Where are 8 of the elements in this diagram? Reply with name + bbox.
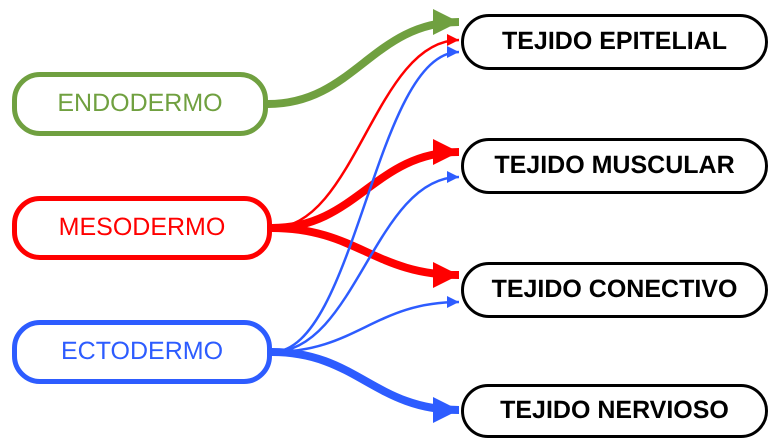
- tissue-box: TEJIDO EPITELIAL: [461, 14, 768, 70]
- layer-box: MESODERMO: [12, 196, 272, 260]
- arrow: [272, 348, 460, 422]
- layer-box: ENDODERMO: [12, 72, 268, 136]
- layer-box: ECTODERMO: [12, 320, 272, 384]
- tissue-box: TEJIDO CONECTIVO: [461, 262, 768, 318]
- tissue-box: TEJIDO MUSCULAR: [461, 138, 768, 194]
- tissue-box: TEJIDO NERVIOSO: [461, 384, 768, 438]
